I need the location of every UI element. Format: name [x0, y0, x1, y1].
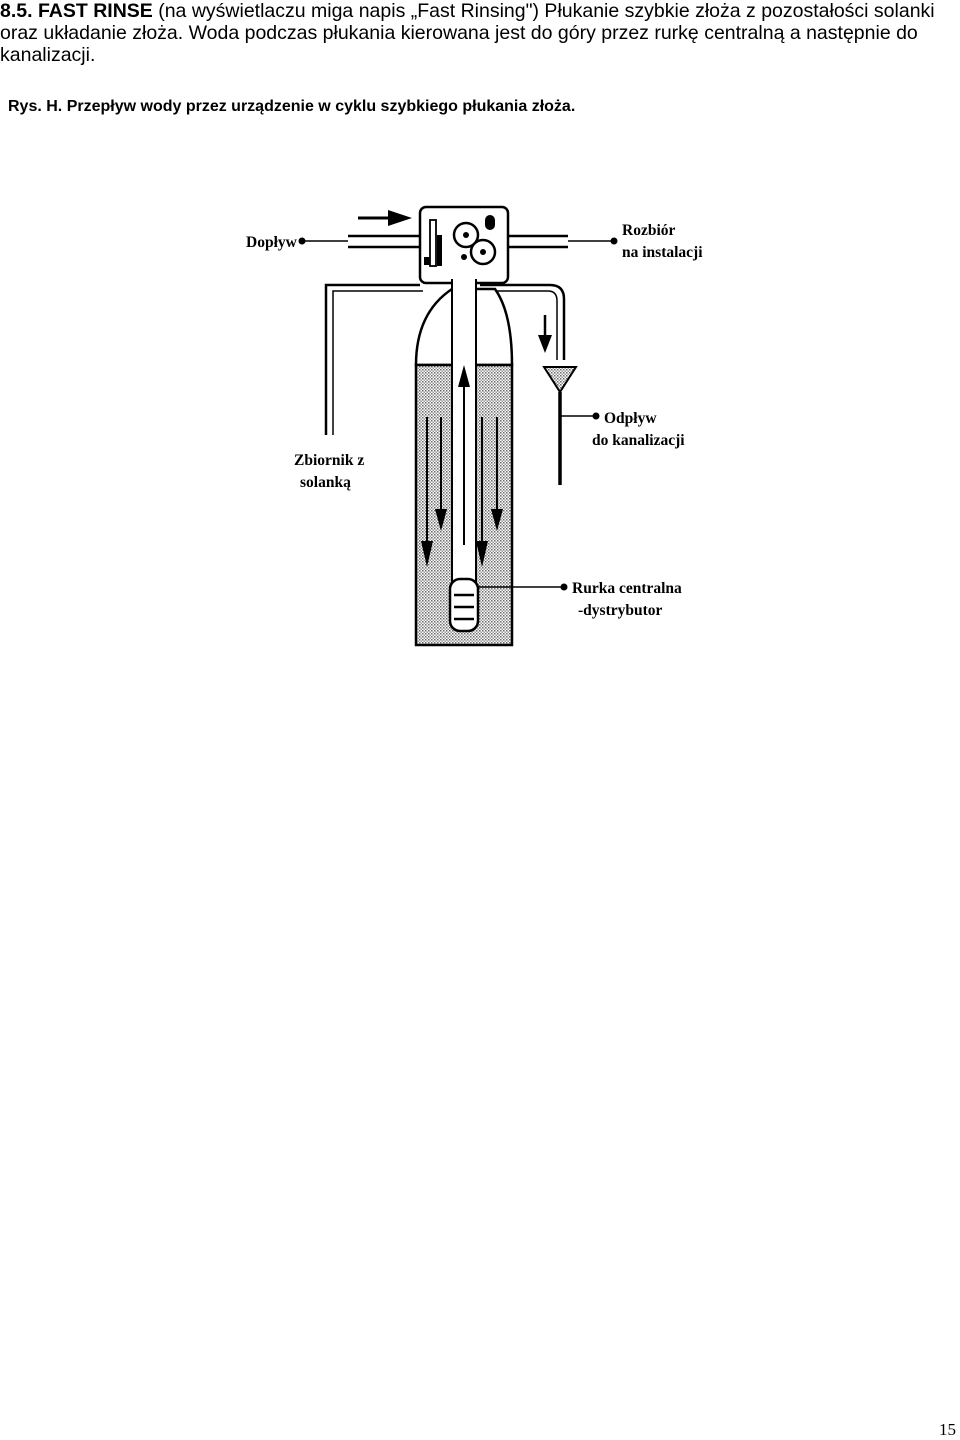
page-number: 15	[939, 1420, 956, 1439]
label-outlet-line2: na instalacji	[622, 244, 703, 261]
label-inflow: Dopływ	[246, 234, 298, 251]
label-tube-line2: -dystrybutor	[578, 602, 663, 619]
inflow-pipe	[348, 234, 420, 249]
label-brine-line1: Zbiornik z	[294, 452, 364, 469]
figure-caption: Rys. H. Przepływ wody przez urządzenie w…	[8, 98, 576, 115]
downflow-arrow-icon	[421, 417, 433, 567]
section-heading: 8.5. FAST RINSE	[0, 0, 153, 22]
inflow-arrow-icon	[358, 210, 412, 226]
drain-line	[480, 283, 566, 360]
water-softener-flow-diagram: Dopływ Rozbiór na instalacji Odpływ do k…	[246, 205, 703, 647]
label-brine-line2: solanką	[300, 474, 351, 491]
brine-line	[324, 283, 423, 435]
section-body: (na wyświetlaczu miga napis „Fast Rinsin…	[0, 0, 935, 66]
outlet-pipe	[508, 234, 568, 249]
downflow-arrow-icon	[476, 417, 488, 567]
downflow-arrow-icon	[491, 417, 503, 531]
control-valve-head	[418, 205, 510, 285]
distributor-icon	[448, 577, 480, 633]
label-outlet-line1: Rozbiór	[622, 222, 676, 239]
central-tube	[451, 279, 477, 589]
label-tube-line1: Rurka centralna	[572, 580, 682, 597]
drain-funnel	[542, 366, 578, 485]
label-drain-line1: Odpływ	[604, 410, 657, 427]
downflow-arrow-icon	[435, 417, 447, 531]
section-paragraph: 8.5. FAST RINSE (na wyświetlaczu miga na…	[0, 0, 958, 66]
leader-lines	[298, 237, 618, 591]
label-drain-line2: do kanalizacji	[592, 432, 685, 449]
